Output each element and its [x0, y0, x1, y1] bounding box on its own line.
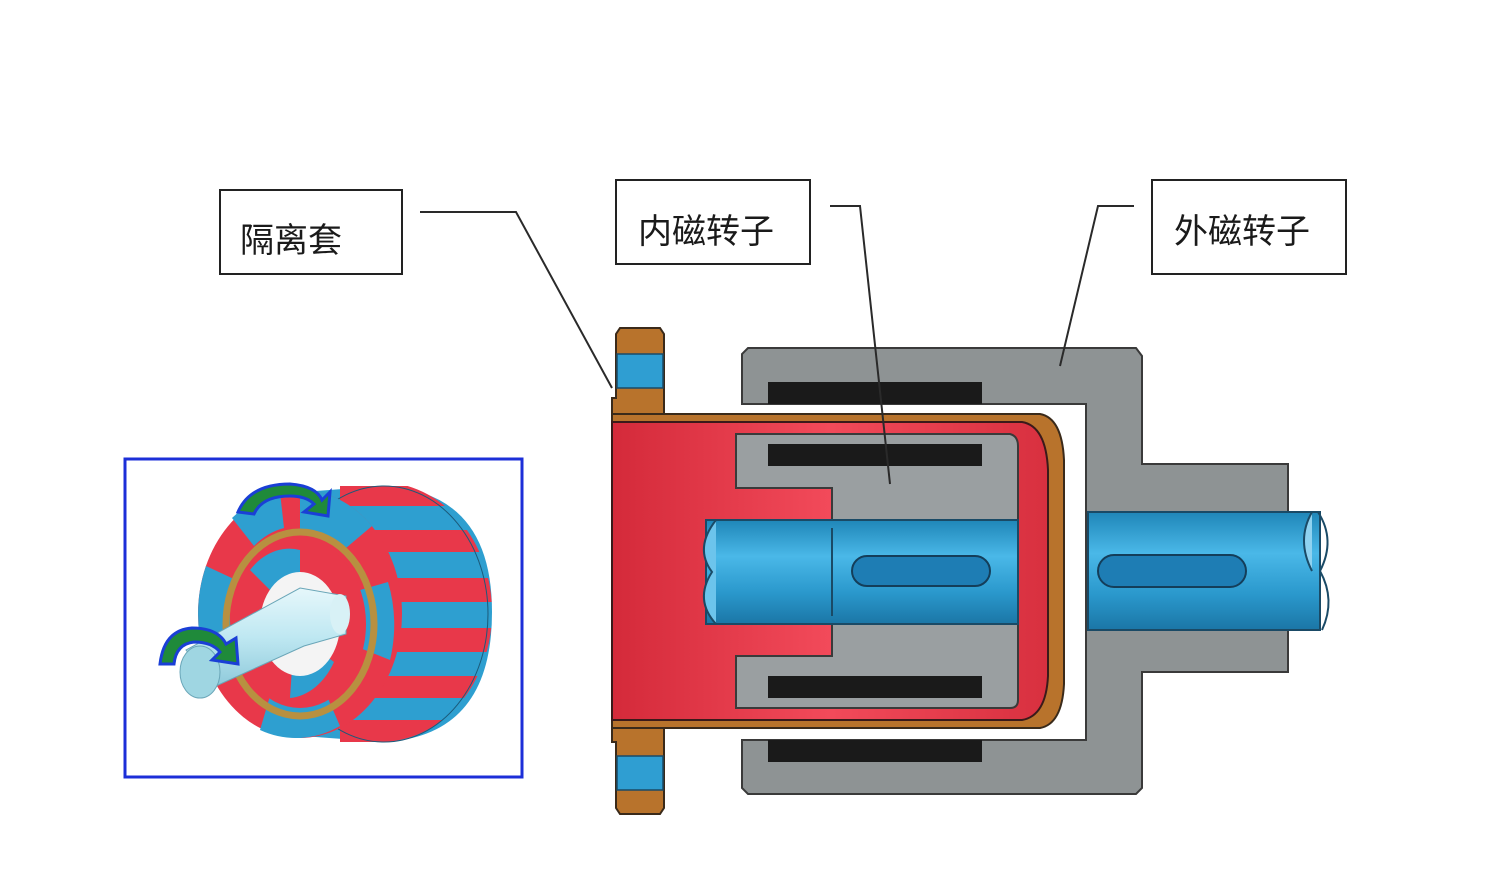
flange-bolt-bottom: [616, 755, 664, 791]
input-shaft-keyway: [851, 555, 991, 587]
output-shaft-end: [1317, 511, 1330, 631]
inner-magnet-top: [768, 444, 982, 466]
output-shaft-keyway: [1097, 554, 1247, 588]
leader-isolation-sleeve: [420, 211, 613, 389]
label-inner-rotor: 内磁转子: [615, 179, 811, 265]
label-outer-rotor-text: 外磁转子: [1174, 212, 1310, 252]
outer-magnet-top: [768, 382, 982, 404]
leader-outer-rotor: [1059, 205, 1134, 367]
label-inner-rotor-text: 内磁转子: [638, 212, 774, 252]
inset-rotation-arrow-bottom-icon: [158, 626, 240, 666]
leader-inner-rotor: [830, 205, 891, 485]
label-isolation-sleeve: 隔离套: [219, 189, 403, 275]
outer-magnet-bottom: [768, 740, 982, 762]
inner-magnet-bottom: [768, 676, 982, 698]
inset-rotation-arrow-top-icon: [235, 482, 332, 518]
flange-bolt-top: [616, 353, 664, 389]
label-isolation-sleeve-text: 隔离套: [240, 221, 342, 261]
label-outer-rotor: 外磁转子: [1151, 179, 1347, 275]
inset-3d-illustration: [123, 457, 524, 779]
